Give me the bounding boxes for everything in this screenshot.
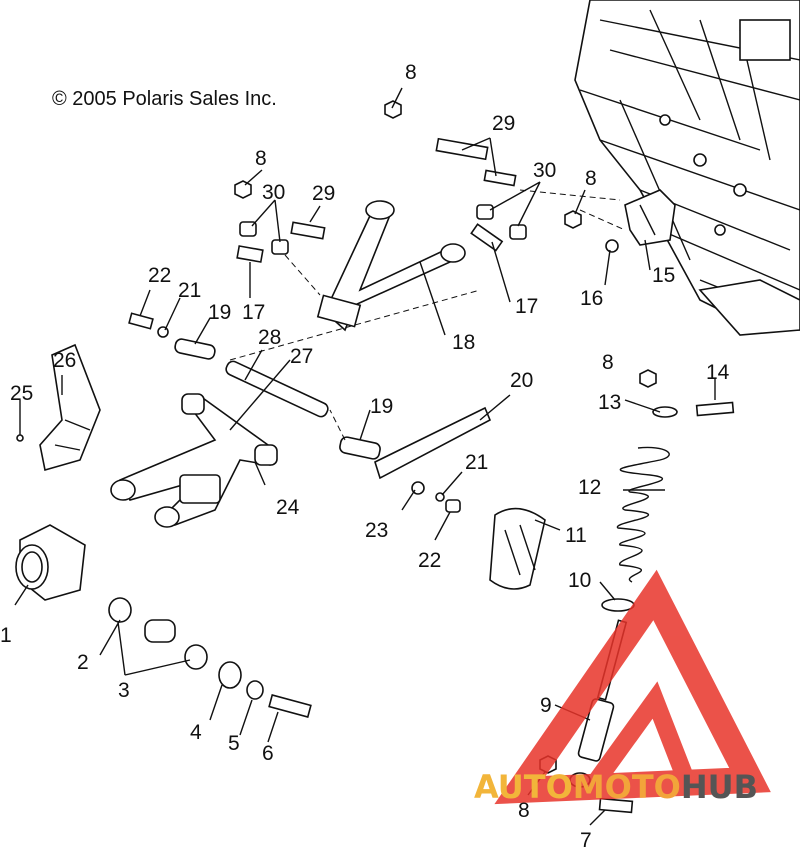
part-label-8: 8 xyxy=(255,147,267,170)
part-label-14: 14 xyxy=(706,361,730,384)
rubber-boot xyxy=(489,507,546,590)
part-label-21: 21 xyxy=(178,279,202,302)
part-label-17: 17 xyxy=(242,301,266,324)
part-label-22: 22 xyxy=(418,549,442,572)
part-label-16: 16 xyxy=(580,287,604,310)
leader-lines xyxy=(14,87,716,826)
part-label-29: 29 xyxy=(312,182,336,205)
part-label-15: 15 xyxy=(652,264,676,287)
upper-a-arm xyxy=(316,200,466,332)
lower-a-arm xyxy=(110,393,278,528)
part-label-2: 2 xyxy=(77,651,89,674)
part-label-8: 8 xyxy=(585,167,597,190)
part-label-27: 27 xyxy=(290,345,314,368)
part-label-19: 19 xyxy=(208,301,232,324)
part-label-8: 8 xyxy=(602,351,614,374)
watermark-part-moto: MOTO xyxy=(572,768,681,806)
part-label-20: 20 xyxy=(510,369,534,392)
part-label-10: 10 xyxy=(568,569,592,592)
small-hardware xyxy=(128,100,657,774)
frame-assembly xyxy=(574,0,800,336)
part-label-6: 6 xyxy=(262,742,274,765)
part-label-11: 11 xyxy=(565,524,587,547)
part-label-26: 26 xyxy=(53,349,77,372)
part-label-30: 30 xyxy=(533,159,557,182)
part-label-17: 17 xyxy=(515,295,539,318)
wheel-hub xyxy=(15,524,86,601)
part-label-25: 25 xyxy=(10,382,34,405)
part-label-7: 7 xyxy=(580,829,592,852)
part-label-3: 3 xyxy=(118,679,130,702)
bearing-hardware xyxy=(108,401,735,814)
part-label-28: 28 xyxy=(258,326,282,349)
part-label-8: 8 xyxy=(518,799,530,822)
pivot-shafts xyxy=(174,338,381,460)
copyright-notice: © 2005 Polaris Sales Inc. xyxy=(52,88,277,110)
part-label-1: 1 xyxy=(0,624,12,647)
part-label-23: 23 xyxy=(365,519,389,542)
shock-bracket xyxy=(624,189,676,246)
part-label-12: 12 xyxy=(578,476,602,499)
part-label-21: 21 xyxy=(465,451,489,474)
part-label-19: 19 xyxy=(370,395,394,418)
skid-guard xyxy=(16,343,101,472)
part-label-18: 18 xyxy=(452,331,476,354)
part-label-9: 9 xyxy=(540,694,552,717)
part-label-29: 29 xyxy=(492,112,516,135)
part-label-13: 13 xyxy=(598,391,622,414)
part-label-30: 30 xyxy=(262,181,286,204)
part-label-24: 24 xyxy=(276,496,300,519)
watermark-part-hub: HUB xyxy=(680,768,759,806)
stabilizer-link xyxy=(374,406,492,513)
part-label-8: 8 xyxy=(405,61,417,84)
watermark-text: AUTOMOTOHUB xyxy=(474,768,758,806)
watermark-logo xyxy=(494,569,771,805)
watermark-part-auto: AUTO xyxy=(474,768,573,806)
part-label-5: 5 xyxy=(228,732,240,755)
part-label-22: 22 xyxy=(148,264,172,287)
coil-spring xyxy=(616,446,670,583)
part-label-4: 4 xyxy=(190,721,202,744)
